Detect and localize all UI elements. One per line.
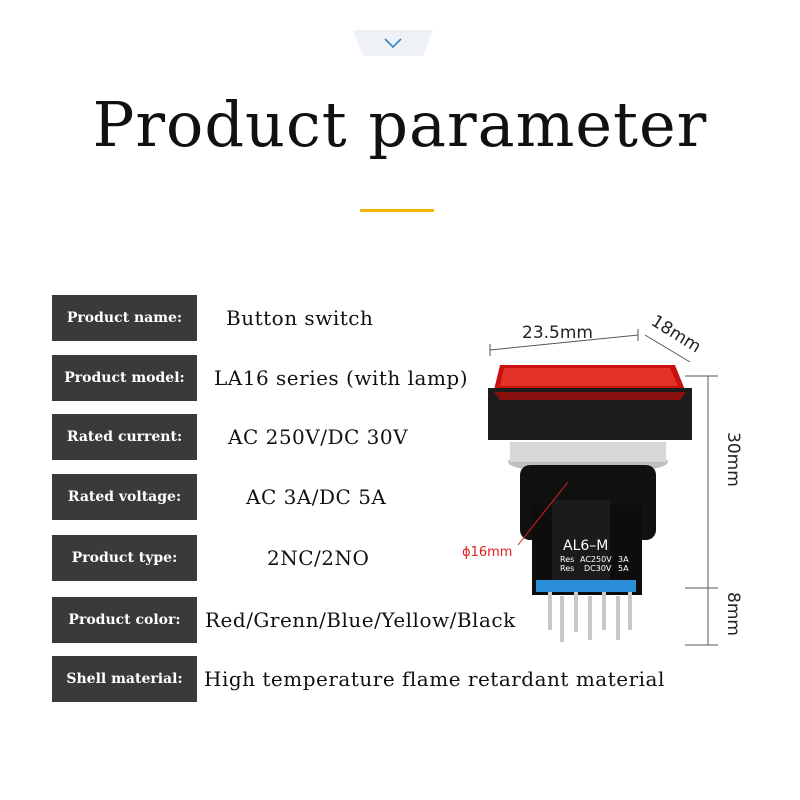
- param-label: Rated voltage:: [52, 474, 197, 520]
- param-label: Product type:: [52, 535, 197, 581]
- svg-text:DC30V: DC30V: [584, 564, 612, 573]
- top-tab: [353, 30, 433, 56]
- diameter-leader: [517, 481, 569, 546]
- pin-length-label: 8mm: [723, 592, 743, 636]
- param-row-type: Product type: 2NC/2NO: [52, 535, 492, 581]
- product-diagram: 23.5mm 18mm 30mm 8mm AL6–M Res AC250V 3A…: [462, 311, 743, 646]
- height-label: 30mm: [723, 432, 743, 487]
- param-label: Product model:: [52, 355, 197, 401]
- diameter-label: ϕ16mm: [462, 545, 512, 560]
- param-label: Product name:: [52, 295, 197, 341]
- param-value: 2NC/2NO: [267, 546, 370, 570]
- param-row-color: Product color: Red/Grenn/Blue/Yellow/Bla…: [52, 597, 515, 643]
- param-row-name: Product name: Button switch: [52, 295, 492, 341]
- param-row-shell: Shell material: High temperature flame r…: [52, 656, 664, 702]
- param-row-model: Product model: LA16 series (with lamp): [52, 355, 492, 401]
- param-value: AC 3A/DC 5A: [246, 485, 387, 509]
- switch-bezel: [488, 388, 692, 440]
- depth-dimension: 18mm: [644, 311, 704, 363]
- param-value: Button switch: [226, 306, 374, 330]
- svg-text:3A: 3A: [618, 555, 629, 564]
- height-dimension: 30mm 8mm: [685, 375, 743, 646]
- width-label: 23.5mm: [522, 323, 593, 343]
- param-label: Product color:: [52, 597, 197, 643]
- param-value: High temperature flame retardant materia…: [204, 667, 665, 691]
- param-value: Red/Grenn/Blue/Yellow/Black: [205, 608, 516, 632]
- title-underline: [360, 209, 434, 212]
- param-row-voltage: Rated voltage: AC 3A/DC 5A: [52, 474, 492, 520]
- chevron-down-icon: [384, 38, 402, 49]
- body-model: AL6–M: [563, 538, 608, 554]
- svg-text:5A: 5A: [618, 564, 629, 573]
- svg-text:AC250V: AC250V: [580, 555, 612, 564]
- width-dimension: 23.5mm: [489, 323, 639, 356]
- svg-text:Res: Res: [560, 564, 574, 573]
- depth-label: 18mm: [647, 311, 704, 357]
- param-value: AC 250V/DC 30V: [228, 425, 409, 449]
- switch-pins: [548, 592, 632, 642]
- page-title: Product parameter: [92, 88, 708, 161]
- param-row-current: Rated current: AC 250V/DC 30V: [52, 414, 492, 460]
- param-label: Shell material:: [52, 656, 197, 702]
- param-label: Rated current:: [52, 414, 197, 460]
- svg-text:Res: Res: [560, 555, 574, 564]
- param-value: LA16 series (with lamp): [214, 366, 469, 390]
